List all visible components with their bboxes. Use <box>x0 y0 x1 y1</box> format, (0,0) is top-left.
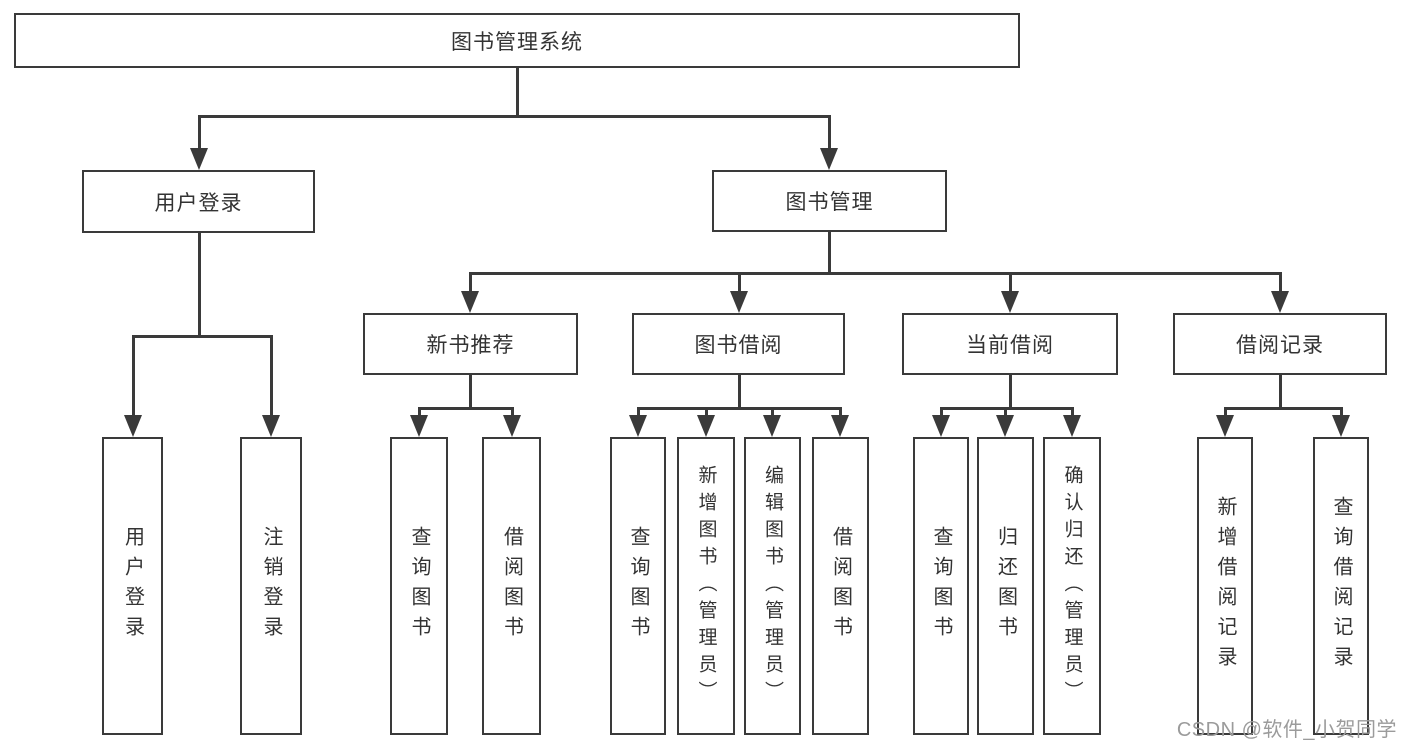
arrowhead-down <box>820 148 838 170</box>
connector-drop <box>827 115 831 152</box>
arrowhead-down <box>1216 415 1234 437</box>
connector-stem <box>1008 375 1012 407</box>
arrowhead-down <box>697 415 715 437</box>
node-book-borrowing: 图书借阅 <box>632 313 845 375</box>
connector-stem <box>515 68 519 115</box>
leaf-recommend-query-book: 查询图书 <box>390 437 448 735</box>
csdn-watermark: CSDN @软件_小贺同学 <box>1176 719 1397 741</box>
connector-drop <box>1223 407 1227 419</box>
arrowhead-down <box>1063 415 1081 437</box>
leaf-edit-book-admin: 编辑图书（管理员） <box>744 437 801 735</box>
arrowhead-down <box>124 415 142 437</box>
connector-stem <box>737 375 741 407</box>
arrowhead-down <box>831 415 849 437</box>
connector-drop <box>770 407 774 419</box>
arrowhead-down <box>1001 291 1019 313</box>
node-library-management-system: 图书管理系统 <box>14 13 1020 68</box>
connector-drop <box>269 335 273 419</box>
connector-drop <box>737 272 741 295</box>
arrowhead-down <box>503 415 521 437</box>
leaf-query-borrow-record: 查询借阅记录 <box>1313 437 1369 735</box>
connector-rail <box>468 272 1282 275</box>
leaf-return-book: 归还图书 <box>977 437 1034 735</box>
arrowhead-down <box>410 415 428 437</box>
arrowhead-down <box>763 415 781 437</box>
connector-drop <box>636 407 640 419</box>
arrowhead-down <box>1332 415 1350 437</box>
leaf-recommend-borrow-book: 借阅图书 <box>482 437 541 735</box>
connector-stem <box>197 233 201 335</box>
connector-drop <box>1278 272 1282 295</box>
leaf-current-query-book: 查询图书 <box>913 437 969 735</box>
arrowhead-down <box>461 291 479 313</box>
leaf-add-borrow-record: 新增借阅记录 <box>1197 437 1253 735</box>
node-borrowing-records: 借阅记录 <box>1173 313 1387 375</box>
node-book-management: 图书管理 <box>712 170 947 232</box>
arrowhead-down <box>629 415 647 437</box>
arrowhead-down <box>190 148 208 170</box>
connector-drop <box>131 335 135 419</box>
connector-rail <box>197 115 831 118</box>
arrowhead-down <box>262 415 280 437</box>
connector-rail <box>1223 407 1343 410</box>
arrowhead-down <box>1271 291 1289 313</box>
leaf-borrow-book: 借阅图书 <box>812 437 869 735</box>
connector-drop <box>1339 407 1343 419</box>
connector-stem <box>827 232 831 272</box>
arrowhead-down <box>996 415 1014 437</box>
connector-drop <box>1003 407 1007 419</box>
arrowhead-down <box>730 291 748 313</box>
connector-rail <box>939 407 1074 410</box>
connector-drop <box>1008 272 1012 295</box>
arrowhead-down <box>932 415 950 437</box>
connector-rail <box>636 407 842 410</box>
leaf-add-book-admin: 新增图书（管理员） <box>677 437 735 735</box>
connector-stem <box>468 375 472 407</box>
connector-drop <box>197 115 201 152</box>
connector-drop <box>939 407 943 419</box>
connector-drop <box>510 407 514 419</box>
connector-drop <box>704 407 708 419</box>
node-user-login: 用户登录 <box>82 170 315 233</box>
node-current-borrowing: 当前借阅 <box>902 313 1118 375</box>
connector-drop <box>468 272 472 295</box>
connector-rail <box>131 335 273 338</box>
node-new-book-recommendation: 新书推荐 <box>363 313 578 375</box>
leaf-confirm-return-admin: 确认归还（管理员） <box>1043 437 1101 735</box>
leaf-logout: 注销登录 <box>240 437 302 735</box>
connector-rail <box>417 407 514 410</box>
connector-stem <box>1278 375 1282 407</box>
leaf-borrow-query-book: 查询图书 <box>610 437 666 735</box>
connector-drop <box>1070 407 1074 419</box>
leaf-user-login: 用户登录 <box>102 437 163 735</box>
connector-drop <box>838 407 842 419</box>
connector-drop <box>417 407 421 419</box>
